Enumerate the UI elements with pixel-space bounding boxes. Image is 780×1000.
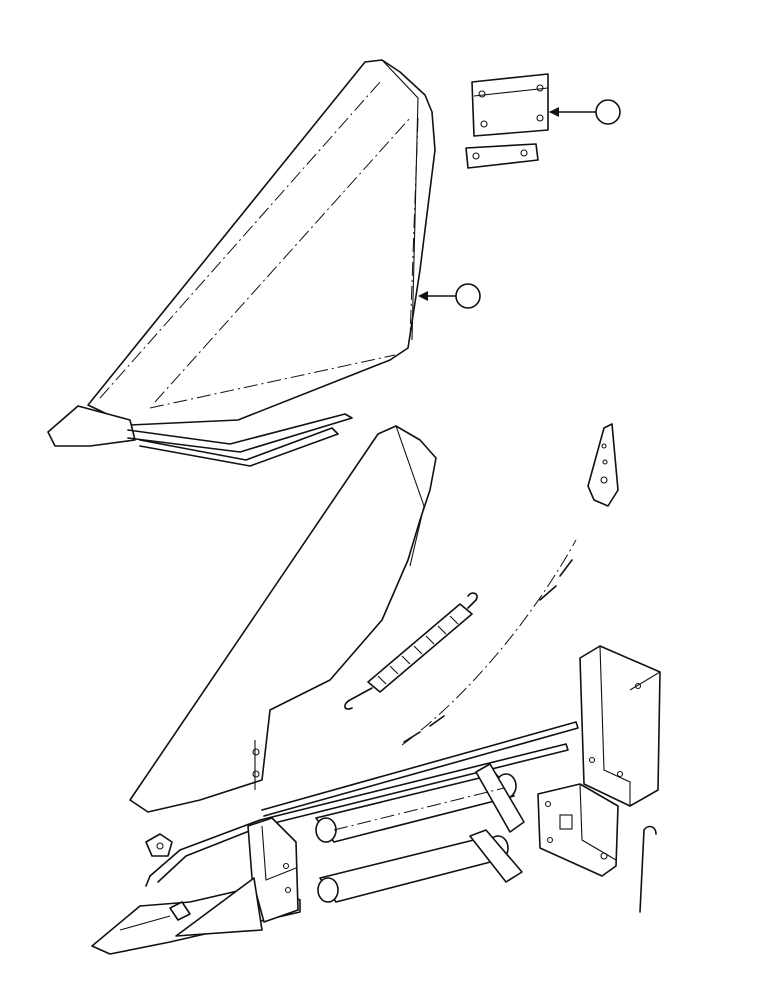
clamp-bracket: [465, 73, 549, 169]
angle-post: [579, 645, 661, 807]
washer: [145, 833, 173, 857]
upper-shield: [47, 59, 436, 467]
adjuster-bracket: [587, 423, 619, 507]
rollers: [315, 763, 525, 903]
rods: [145, 721, 579, 887]
tension-spring: [344, 592, 478, 710]
lower-shield: [129, 425, 437, 813]
callout-1: [418, 283, 481, 309]
support-bracket: [537, 783, 619, 877]
callout-2: [549, 99, 621, 125]
chain: [401, 539, 577, 746]
pin: [639, 825, 657, 913]
lower-skid: [91, 817, 301, 955]
